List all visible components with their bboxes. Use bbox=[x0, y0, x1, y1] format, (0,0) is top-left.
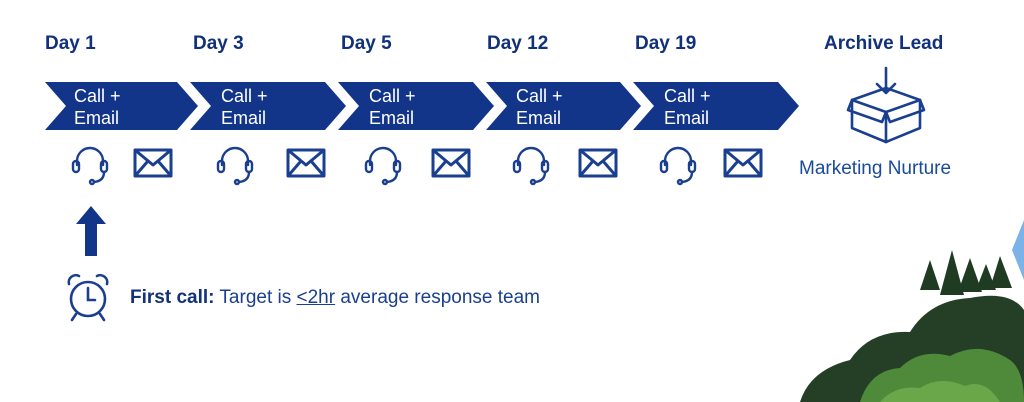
step-label-3: Call + Email bbox=[369, 86, 416, 128]
day-label-19: Day 19 bbox=[635, 33, 697, 54]
note-bold: First call: bbox=[130, 287, 215, 308]
headset-icon bbox=[659, 146, 697, 186]
day-label-12: Day 12 bbox=[487, 33, 549, 54]
note-pre: Target is bbox=[214, 287, 297, 308]
step-label-4: Call + Email bbox=[516, 86, 563, 128]
mail-icon bbox=[431, 148, 471, 178]
pine-trees bbox=[920, 250, 1012, 295]
chevron-step-1 bbox=[45, 82, 198, 130]
note-post: average response team bbox=[335, 287, 540, 308]
headset-icon bbox=[216, 146, 254, 186]
sky-corner bbox=[1012, 220, 1024, 280]
highlight-bush bbox=[880, 380, 1000, 402]
chevron-step-3 bbox=[338, 82, 494, 130]
marketing-nurture-label: Marketing Nurture bbox=[799, 158, 952, 179]
day-label-3: Day 3 bbox=[193, 33, 244, 54]
day-label-5: Day 5 bbox=[341, 33, 392, 54]
headset-icon bbox=[364, 146, 402, 186]
mail-icon bbox=[723, 148, 763, 178]
foliage-illustration bbox=[800, 220, 1024, 402]
chevron-step-4 bbox=[486, 82, 641, 130]
step-label-5: Call + Email bbox=[664, 86, 711, 128]
headset-icon bbox=[71, 146, 109, 186]
mail-icon bbox=[133, 148, 173, 178]
up-arrow-icon bbox=[76, 206, 106, 256]
first-call-note: First call: Target is <2hr average respo… bbox=[130, 287, 540, 309]
note-underlined: <2hr bbox=[296, 287, 336, 308]
step-label-2: Call + Email bbox=[221, 86, 268, 128]
mail-icon bbox=[286, 148, 326, 178]
chevron-step-5 bbox=[633, 82, 799, 130]
headset-icon bbox=[512, 146, 550, 186]
box-download-icon bbox=[846, 66, 926, 144]
alarm-clock-icon bbox=[67, 273, 109, 322]
chevron-step-2 bbox=[190, 82, 346, 130]
mail-icon bbox=[578, 148, 618, 178]
day-label-1: Day 1 bbox=[45, 33, 96, 54]
archive-lead-title: Archive Lead bbox=[824, 33, 944, 54]
step-label-1: Call + Email bbox=[74, 86, 121, 128]
